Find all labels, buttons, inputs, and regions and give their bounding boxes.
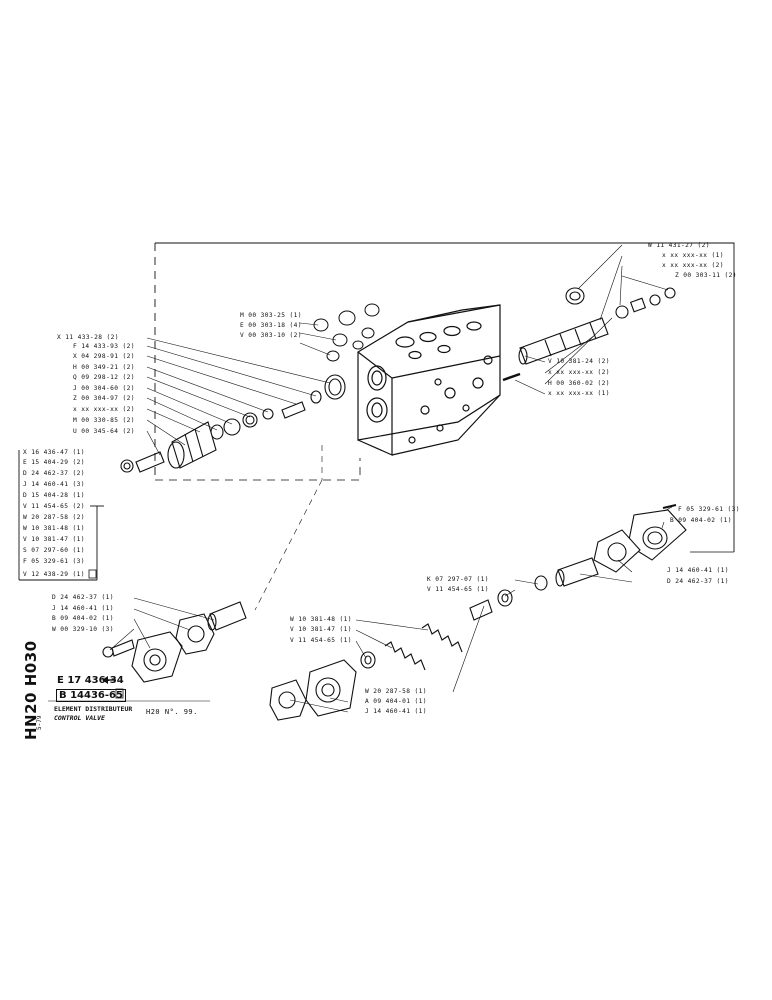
title-english: CONTROL VALVE xyxy=(54,714,105,722)
right-cap xyxy=(534,504,687,591)
reference-primary: E 17 436-34 xyxy=(57,675,124,686)
callout-label: M 00 303-25 (1) xyxy=(240,312,302,319)
kit-list-item: D 15 404-28 (1) xyxy=(23,492,85,499)
callout-label: D 24 462-37 (1) xyxy=(667,578,729,585)
callout-label: A 09 404-01 (1) xyxy=(365,698,427,705)
callout-label: J 14 460-41 (1) xyxy=(667,567,729,574)
page-code: 5-79 xyxy=(36,715,43,730)
callout-label: J 14 460-41 (1) xyxy=(365,708,427,715)
kit-list-item: V 12 438-29 (1) xyxy=(23,571,85,578)
kit-list-item: D 24 462-37 (2) xyxy=(23,470,85,477)
kit-list-item: X 16 436-47 (1) xyxy=(23,449,85,456)
callout-label: x xx xxx-xx (1) xyxy=(662,252,724,259)
relief-cartridge xyxy=(120,374,346,473)
callout-label: D 24 462-37 (1) xyxy=(52,594,114,601)
callout-label: M 00 330-85 (2) xyxy=(73,417,135,424)
callout-label: J 00 304-60 (2) xyxy=(73,385,135,392)
kit-list-item: F 05 329-61 (3) xyxy=(23,558,85,565)
callout-label: F 05 329-61 (3) xyxy=(678,506,740,513)
callout-label: V 00 303-10 (2) xyxy=(240,332,302,339)
kit-list-bracket xyxy=(18,450,104,581)
leader-lines xyxy=(109,244,673,713)
callout-label: U 00 345-64 (2) xyxy=(73,428,135,435)
kit-list-item: J 14 460-41 (3) xyxy=(23,481,85,488)
callout-label: J 14 460-41 (1) xyxy=(52,605,114,612)
kit-list-item: E 15 404-29 (2) xyxy=(23,459,85,466)
callout-label: H 00 360-02 (2) xyxy=(548,380,610,387)
callout-label: V 10 381-47 (1) xyxy=(290,626,352,633)
callout-label: W 11 431-27 (2) xyxy=(648,242,710,249)
kit-list-item: W 10 381-48 (1) xyxy=(23,525,85,532)
callout-label: x xx xxx-xx (2) xyxy=(548,369,610,376)
reference-secondary: B 14436-65 xyxy=(56,689,126,702)
bottom-cap xyxy=(269,659,357,721)
callout-label: B 09 404-02 (1) xyxy=(670,517,732,524)
kit-list-item: W 20 287-58 (2) xyxy=(23,514,85,521)
callout-label: x xx xxx-xx (2) xyxy=(662,262,724,269)
lower-left-cap xyxy=(102,601,247,683)
spool-assembly xyxy=(502,287,676,382)
kit-list-item: V 11 454-65 (2) xyxy=(23,503,85,510)
callout-label: V 11 454-65 (1) xyxy=(290,637,352,644)
frame-top-line xyxy=(155,242,735,552)
callout-label: X 04 298-91 (2) xyxy=(73,353,135,360)
ref-arrow-head xyxy=(102,676,108,684)
middle-spring-set xyxy=(360,589,513,671)
callout-label: W 00 329-10 (3) xyxy=(52,626,114,633)
callout-label: X 11 433-28 (2) xyxy=(57,334,119,341)
callout-label: F 14 433-93 (2) xyxy=(73,343,135,350)
callout-label: W 20 287-58 (1) xyxy=(365,688,427,695)
callout-label: V 10 381-24 (2) xyxy=(548,358,610,365)
callout-label: V 11 454-65 (1) xyxy=(427,586,489,593)
callout-label: W 10 381-48 (1) xyxy=(290,616,352,623)
callout-label: x xx xxx-xx (1) xyxy=(548,390,610,397)
body-seals xyxy=(313,303,380,362)
callout-label: Z 00 304-97 (2) xyxy=(73,395,135,402)
callout-label: Z 00 303-11 (2) xyxy=(675,272,737,279)
callout-label: x xx xxx-xx (2) xyxy=(73,406,135,413)
callout-label: Q 09 298-12 (2) xyxy=(73,374,135,381)
callout-label: K 07 297-07 (1) xyxy=(427,576,489,583)
title-french: ELEMENT DISTRIBUTEUR xyxy=(54,705,133,713)
valve-body xyxy=(357,304,501,456)
kit-list-item: S 07 297-60 (1) xyxy=(23,547,85,554)
model-number: H20 N°. 99. xyxy=(146,708,198,716)
callout-label: H 00 349-21 (2) xyxy=(73,364,135,371)
kit-list-item: V 10 381-47 (1) xyxy=(23,536,85,543)
callout-label: E 00 303-18 (4) xyxy=(240,322,302,329)
kit-box-icon xyxy=(88,569,97,579)
callout-label: B 09 404-02 (1) xyxy=(52,615,114,622)
